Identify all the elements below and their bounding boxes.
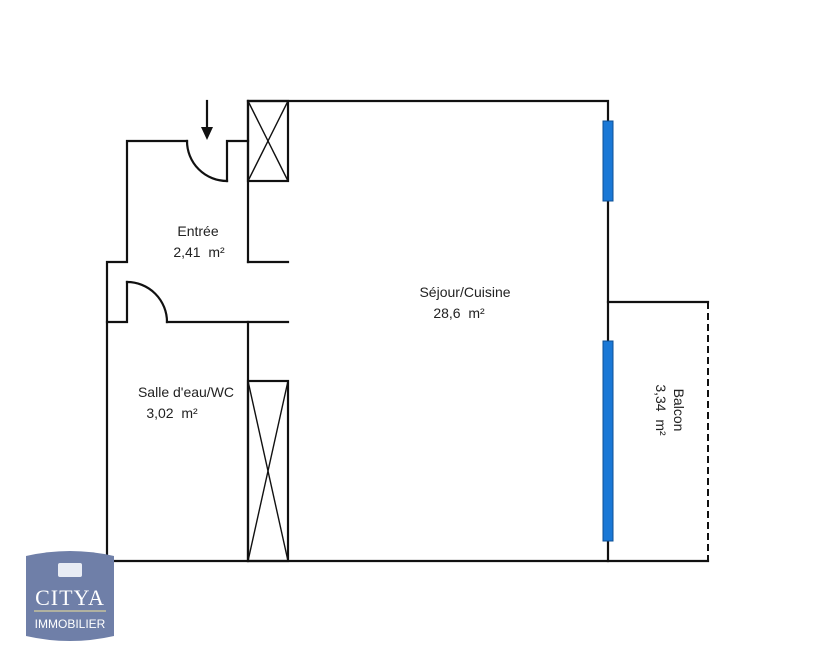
room-area-salle-eau: 3,02 m² xyxy=(146,405,198,421)
window-lower xyxy=(602,340,614,542)
citya-logo: CITYA IMMOBILIER xyxy=(26,551,114,641)
entry-arrow-icon xyxy=(201,99,213,140)
room-area-entree: 2,41 m² xyxy=(173,244,225,260)
room-area-sejour: 28,6 m² xyxy=(433,305,485,321)
window-upper xyxy=(602,120,614,202)
walls xyxy=(105,99,610,563)
duct-shaft-bottom xyxy=(246,379,290,563)
room-name-salle-eau: Salle d'eau/WC xyxy=(138,384,234,400)
svg-text:IMMOBILIER: IMMOBILIER xyxy=(35,617,106,631)
duct-shaft-top xyxy=(246,99,290,183)
entry-door-swing xyxy=(185,139,229,183)
room-name-entree: Entrée xyxy=(177,223,218,239)
balcony-outline xyxy=(606,300,710,563)
svg-text:CITYA: CITYA xyxy=(35,585,105,610)
room-name-balcon: Balcon xyxy=(671,389,687,432)
room-area-balcon: 3,34 m² xyxy=(653,384,669,436)
bathroom-door-swing xyxy=(125,280,169,324)
room-name-sejour: Séjour/Cuisine xyxy=(419,284,510,300)
